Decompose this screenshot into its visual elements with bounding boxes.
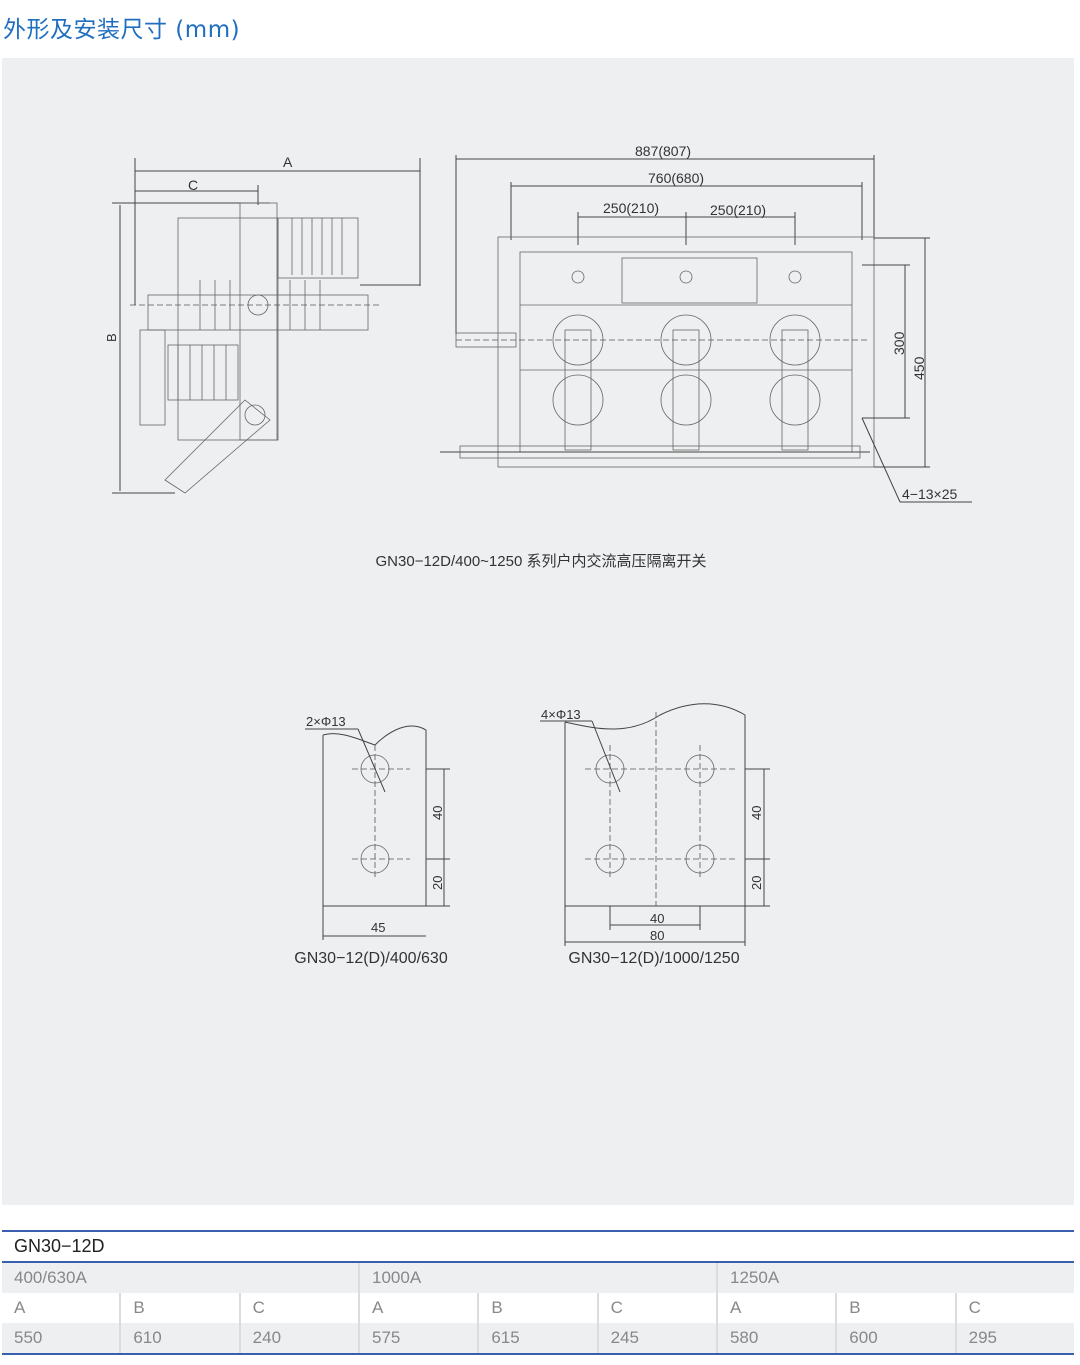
dim-887: 887(807) bbox=[635, 143, 691, 159]
value-cell: 575 bbox=[357, 1323, 477, 1353]
dim-80: 80 bbox=[650, 928, 664, 943]
table-title: GN30−12D bbox=[2, 1232, 1074, 1263]
column-header: A bbox=[715, 1293, 835, 1323]
dim-40: 40 bbox=[430, 806, 445, 820]
dim-holes-4: 4×Φ13 bbox=[541, 707, 581, 722]
technical-drawings: A C B 887(807) 760(680) 250(210) 250(210… bbox=[104, 143, 972, 967]
group-cell: 1000A bbox=[358, 1263, 716, 1293]
dim-holes-2: 2×Φ13 bbox=[306, 714, 346, 729]
dim-45: 45 bbox=[371, 920, 385, 935]
column-header: B bbox=[835, 1293, 954, 1323]
side-view-drawing: A C B bbox=[104, 154, 421, 494]
table-row-groups: 400/630A 1000A 1250A bbox=[2, 1263, 1074, 1293]
column-header: C bbox=[954, 1293, 1074, 1323]
dim-250-right: 250(210) bbox=[710, 202, 766, 218]
column-header: C bbox=[596, 1293, 716, 1323]
value-cell: 295 bbox=[954, 1323, 1074, 1353]
dim-20: 20 bbox=[749, 876, 764, 890]
dim-250-left: 250(210) bbox=[603, 200, 659, 216]
drawing3-caption: GN30−12(D)/1000/1250 bbox=[568, 950, 739, 967]
dim-A: A bbox=[283, 154, 293, 170]
drawing2-caption: GN30−12(D)/400/630 bbox=[294, 950, 448, 967]
dim-40-horizontal: 40 bbox=[650, 911, 664, 926]
group-cell: 400/630A bbox=[14, 1268, 87, 1287]
value-cell: 240 bbox=[238, 1323, 358, 1353]
table-row-values: 550 610 240 575 615 245 580 600 295 bbox=[2, 1323, 1074, 1353]
dim-300: 300 bbox=[891, 331, 907, 355]
dim-40-vertical: 40 bbox=[749, 806, 764, 820]
value-cell: 580 bbox=[715, 1323, 835, 1353]
column-header: C bbox=[238, 1293, 358, 1323]
column-header: B bbox=[477, 1293, 596, 1323]
value-cell: 550 bbox=[14, 1328, 43, 1347]
dim-450: 450 bbox=[911, 356, 927, 380]
value-cell: 600 bbox=[835, 1323, 954, 1353]
value-cell: 610 bbox=[119, 1323, 238, 1353]
dim-C: C bbox=[188, 177, 198, 193]
front-view-drawing: 887(807) 760(680) 250(210) 250(210) 300 … bbox=[440, 143, 972, 503]
dim-20: 20 bbox=[430, 876, 445, 890]
dim-760: 760(680) bbox=[648, 170, 704, 186]
column-header: B bbox=[119, 1293, 238, 1323]
terminal-400-630-drawing: 2×Φ13 40 20 45 bbox=[305, 714, 450, 940]
terminal-1000-1250-drawing: 4×Φ13 40 20 40 80 bbox=[540, 703, 770, 946]
dim-holes: 4−13×25 bbox=[902, 486, 957, 502]
column-header: A bbox=[14, 1298, 26, 1317]
dim-B: B bbox=[104, 333, 119, 342]
column-header: A bbox=[357, 1293, 477, 1323]
group-cell: 1250A bbox=[716, 1263, 1074, 1293]
page-title: 外形及安装尺寸 (mm) bbox=[3, 17, 241, 43]
value-cell: 615 bbox=[477, 1323, 596, 1353]
table-row-columns: A B C A B C A B C bbox=[2, 1293, 1074, 1323]
value-cell: 245 bbox=[596, 1323, 716, 1353]
dimension-table: GN30−12D 400/630A 1000A 1250A A B C A B … bbox=[2, 1230, 1074, 1355]
drawing-panel bbox=[2, 58, 1074, 1205]
drawing1-caption: GN30−12D/400~1250 系列户内交流高压隔离开关 bbox=[376, 552, 707, 570]
